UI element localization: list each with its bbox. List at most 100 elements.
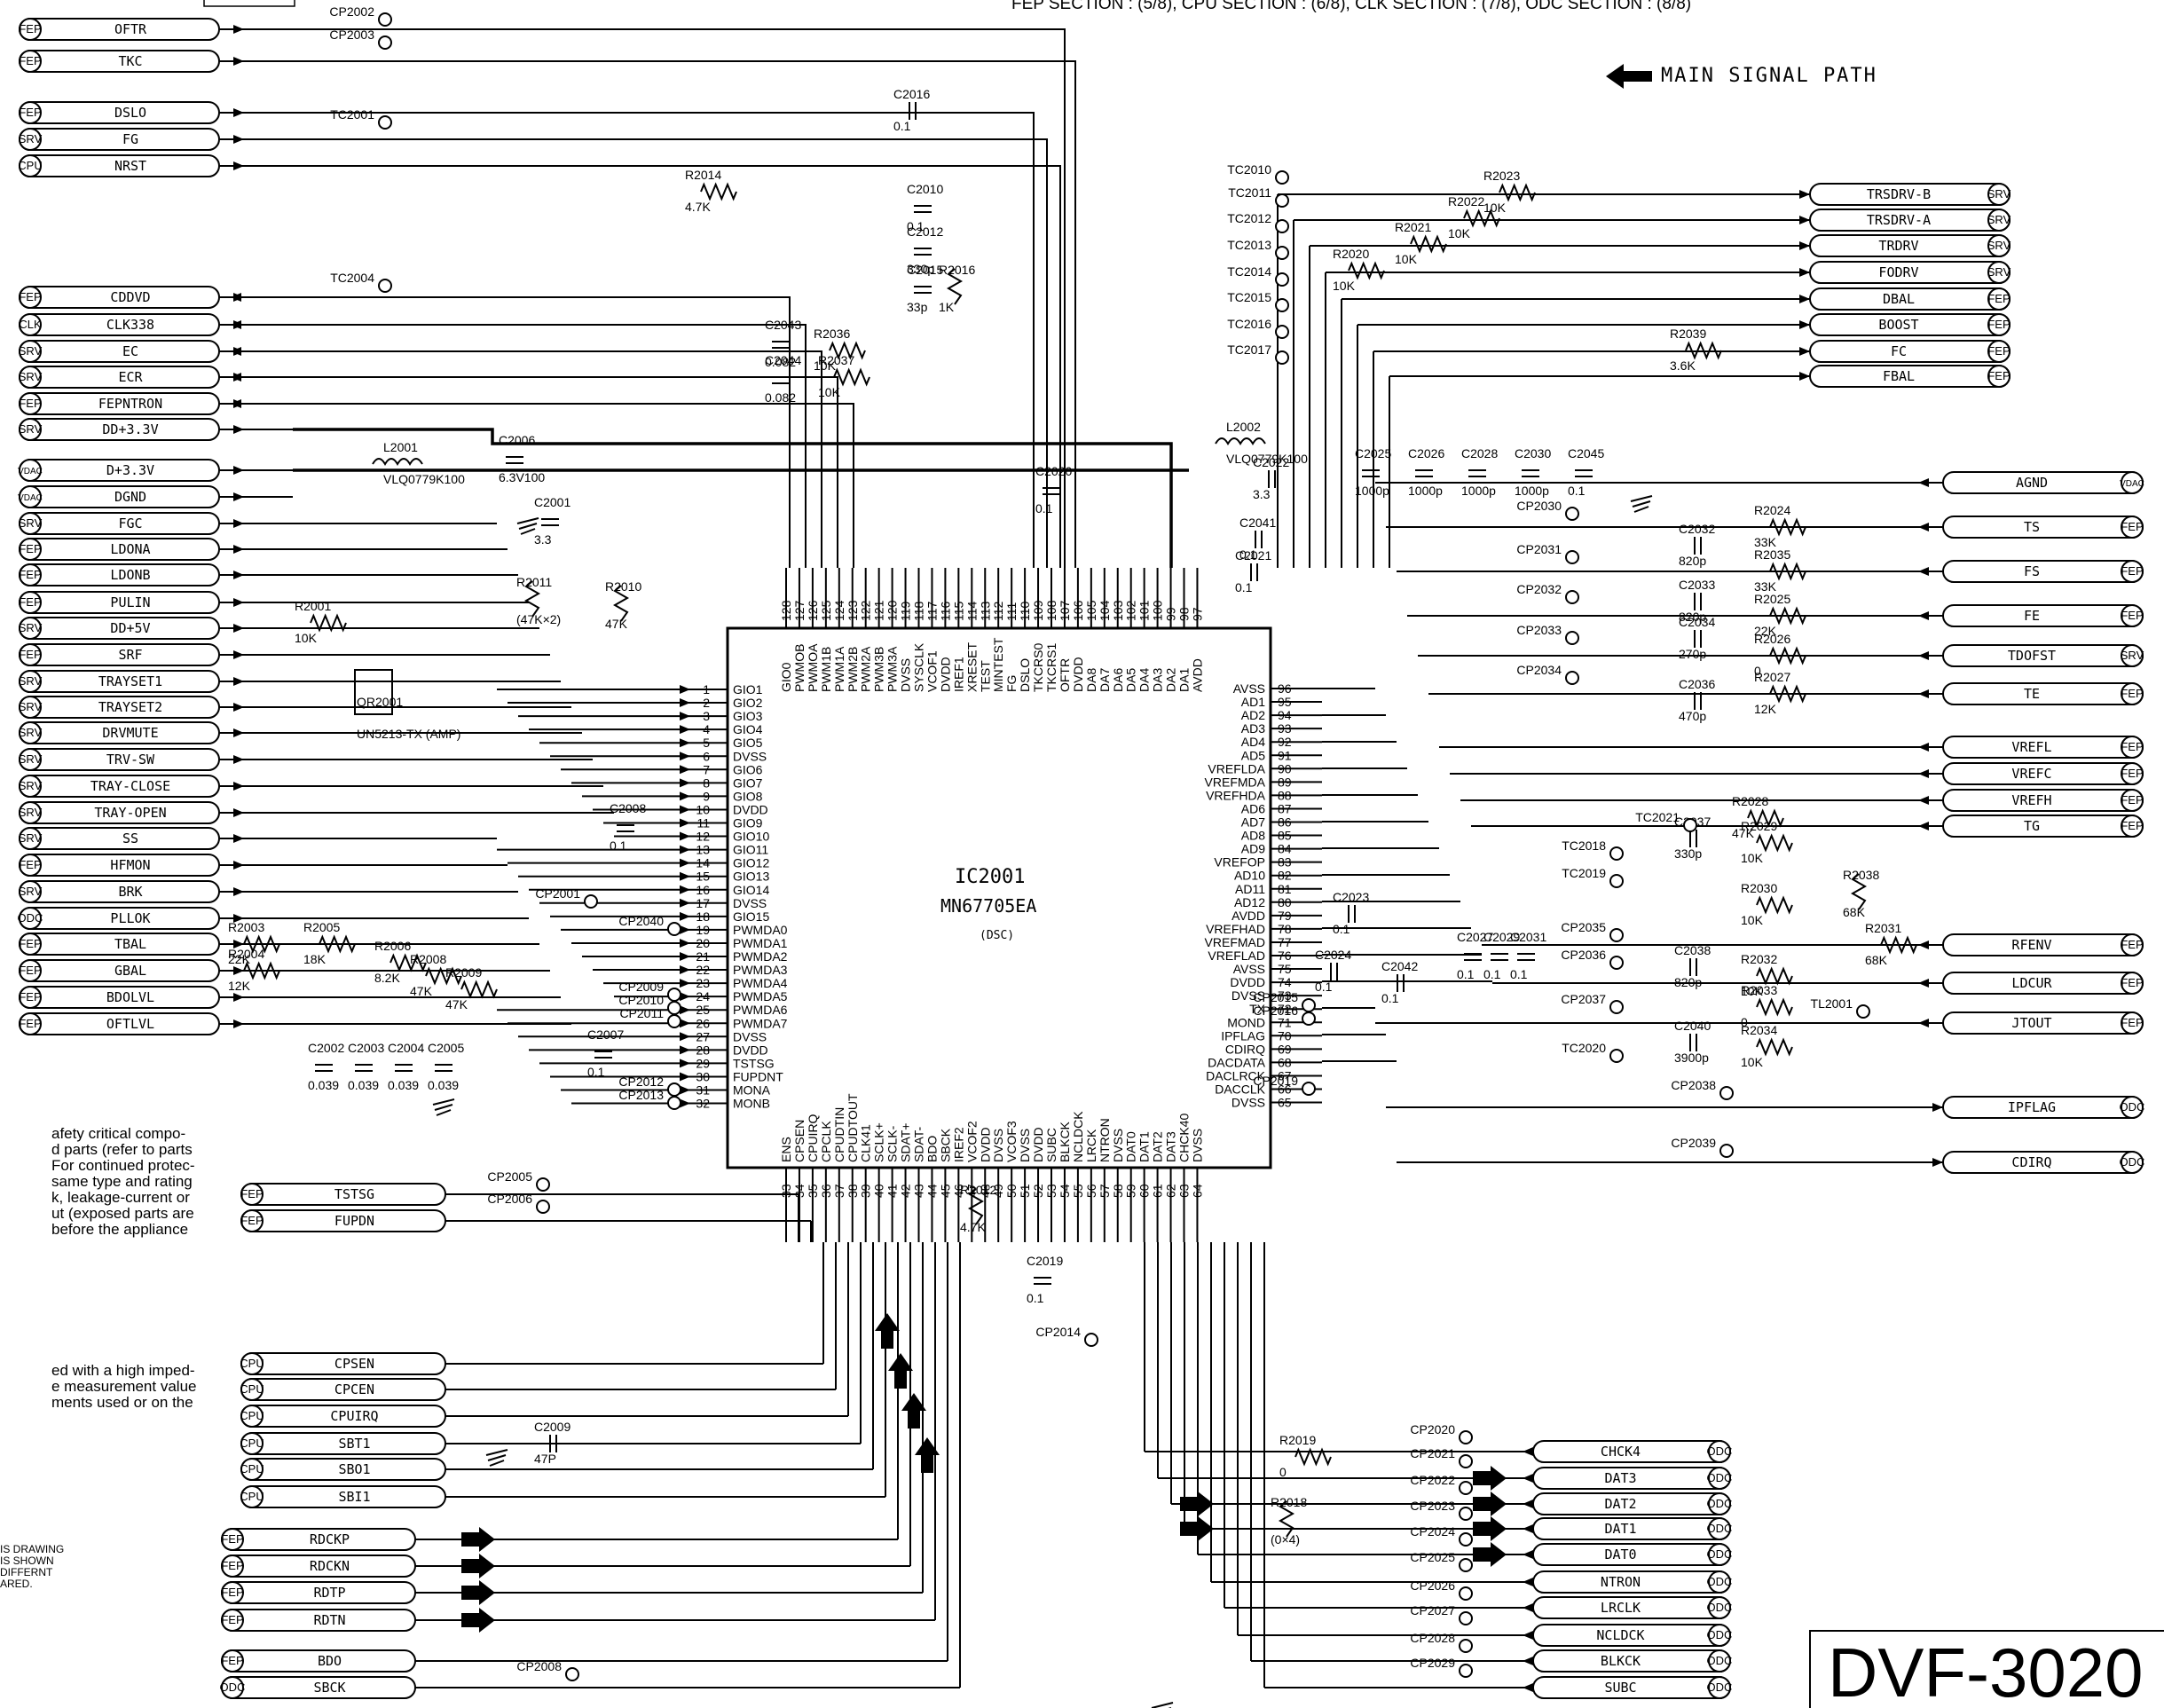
arrow-right-icon — [233, 108, 244, 117]
section-badge-label: ODC — [1707, 1654, 1733, 1667]
component-ref: C2027 — [1457, 930, 1493, 944]
resistor-symbol — [700, 182, 737, 201]
signal-arrow-icon — [1473, 1492, 1507, 1516]
component-value: 47K — [605, 617, 628, 631]
connector-body — [1942, 604, 2144, 627]
pin-number: 49 — [991, 1184, 1005, 1198]
section-badge — [240, 1209, 264, 1232]
testpoint-cp2037: CP2037 — [1561, 992, 1624, 1014]
arrow-right-icon — [680, 1059, 690, 1068]
component-value: 10K — [814, 358, 837, 373]
testpoint-label: TL2001 — [1811, 996, 1853, 1011]
arrow-right-icon — [1932, 1103, 1943, 1112]
pin-name: LRCK — [1084, 1129, 1098, 1162]
resistor-symbol — [460, 980, 498, 999]
component-value: 68K — [1843, 905, 1866, 919]
pin-number: 126 — [806, 600, 820, 621]
component-value: 3900p — [1674, 1051, 1709, 1065]
section-badge-label: SRV — [1987, 265, 2011, 279]
connector-label: DRVMUTE — [102, 725, 158, 741]
section-badge — [19, 854, 42, 877]
testpoint-cp2014: CP2014 — [1035, 1325, 1098, 1347]
section-badge-label: VDAC — [18, 493, 43, 503]
pin-name: GIO7 — [733, 775, 763, 790]
connector-label: NRST — [114, 158, 146, 174]
component-ref: R2031 — [1865, 921, 1901, 935]
component-value: 0.1 — [1457, 967, 1475, 981]
pin-number: 87 — [1278, 801, 1292, 815]
testpoint-tc2001: TC2001 — [330, 107, 392, 130]
testpoint-circle — [1275, 219, 1289, 233]
note-line: d parts (refer to parts — [51, 1141, 193, 1158]
connector-body — [19, 827, 220, 850]
component-ref: C2002 — [308, 1041, 344, 1055]
pin-number: 120 — [885, 600, 900, 621]
pin-number: 92 — [1278, 735, 1292, 749]
component-r2018: R2018(0×4) — [1271, 1495, 1307, 1547]
arrow-right-icon — [233, 571, 244, 579]
component-value: 470p — [1679, 709, 1706, 723]
section-badge-label: ODC — [1707, 1471, 1733, 1484]
testpoint-cp2038: CP2038 — [1671, 1078, 1734, 1100]
pin-name: VREFHAD — [1206, 922, 1265, 936]
component-ref: R2006 — [374, 939, 411, 953]
section-badge-label: CPU — [240, 1409, 264, 1422]
section-badge — [19, 50, 42, 73]
pin-name: FUPDNT — [733, 1069, 783, 1083]
testpoint-circle — [1275, 272, 1289, 287]
pin-name: DA8 — [1084, 668, 1098, 692]
testpoint-cp2040: CP2040 — [618, 914, 681, 936]
pin-name: DSLO — [1018, 658, 1032, 692]
section-badge-label: FEP — [2121, 767, 2143, 780]
testpoint-cp2003: CP2003 — [329, 28, 392, 50]
section-badge-label: ODC — [2120, 1100, 2145, 1114]
pin-number: 53 — [1044, 1184, 1058, 1198]
pin-number: 58 — [1111, 1184, 1125, 1198]
section-badge-label: FEP — [2121, 1016, 2143, 1029]
pin-name: IPFLAG — [1221, 1028, 1265, 1043]
pin-number: 51 — [1018, 1184, 1032, 1198]
component-value: 1000p — [1461, 484, 1496, 498]
section-badge — [2121, 644, 2144, 667]
connector-label: LRCLK — [1601, 1600, 1641, 1616]
section-badge-label: FEP — [19, 54, 41, 67]
component-ref: C2012 — [907, 224, 943, 239]
testpoint-label: TC2010 — [1227, 162, 1271, 177]
testpoint-label: TC2016 — [1227, 317, 1271, 331]
component-value: 33K — [1754, 535, 1777, 549]
pin-name: MOND — [1227, 1015, 1265, 1029]
testpoint-circle — [667, 922, 681, 936]
section-badge-label: SRV — [19, 370, 43, 383]
pin-number: 33 — [779, 1184, 793, 1198]
arrow-right-icon — [680, 845, 690, 854]
pin-name: GIO6 — [733, 762, 763, 776]
component-ref: C2024 — [1315, 948, 1351, 962]
section-badge — [1708, 1570, 1731, 1594]
section-badge — [1708, 1492, 1731, 1515]
pin-number: 10 — [696, 802, 710, 816]
connector-label: LDONA — [110, 541, 150, 557]
component-value: 47P — [534, 1452, 556, 1466]
section-badge-label: SRV — [1987, 213, 2011, 226]
section-badge — [1708, 1676, 1731, 1699]
connector-label: BDO — [318, 1653, 342, 1669]
arrow-left-icon — [1523, 1499, 1533, 1508]
connector-label: TSTSG — [334, 1186, 374, 1202]
section-badge-label: FEP — [2121, 819, 2143, 832]
section-badge-label: FEP — [1987, 344, 2010, 358]
arrow-left-icon — [1523, 1657, 1533, 1665]
testpoint-tc2012: TC2012 — [1227, 211, 1289, 233]
section-badge — [19, 696, 42, 719]
testpoint-cp2015: CP2015 — [1253, 990, 1316, 1012]
testpoint-label: CP2035 — [1561, 920, 1606, 934]
